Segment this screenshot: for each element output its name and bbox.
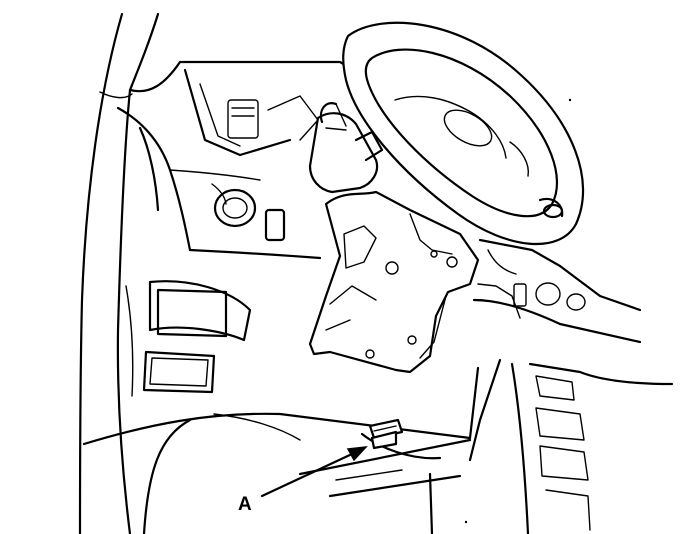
scan-speck bbox=[464, 520, 468, 524]
column-cover-bracket bbox=[308, 190, 480, 374]
center-console bbox=[468, 358, 674, 534]
lower-dash-panel bbox=[82, 280, 480, 534]
callout-leader-arrow bbox=[260, 446, 368, 498]
knee-bolster bbox=[298, 432, 472, 534]
steering-wheel bbox=[342, 21, 585, 246]
dash-controls-right bbox=[472, 238, 642, 344]
instrument-recess bbox=[183, 68, 319, 157]
steering-column bbox=[308, 102, 384, 194]
connector-clip bbox=[368, 418, 404, 450]
a-pillar bbox=[78, 12, 160, 534]
dash-controls-left bbox=[211, 183, 286, 242]
scan-speck bbox=[568, 98, 572, 102]
callout-label-a: A bbox=[238, 494, 252, 515]
